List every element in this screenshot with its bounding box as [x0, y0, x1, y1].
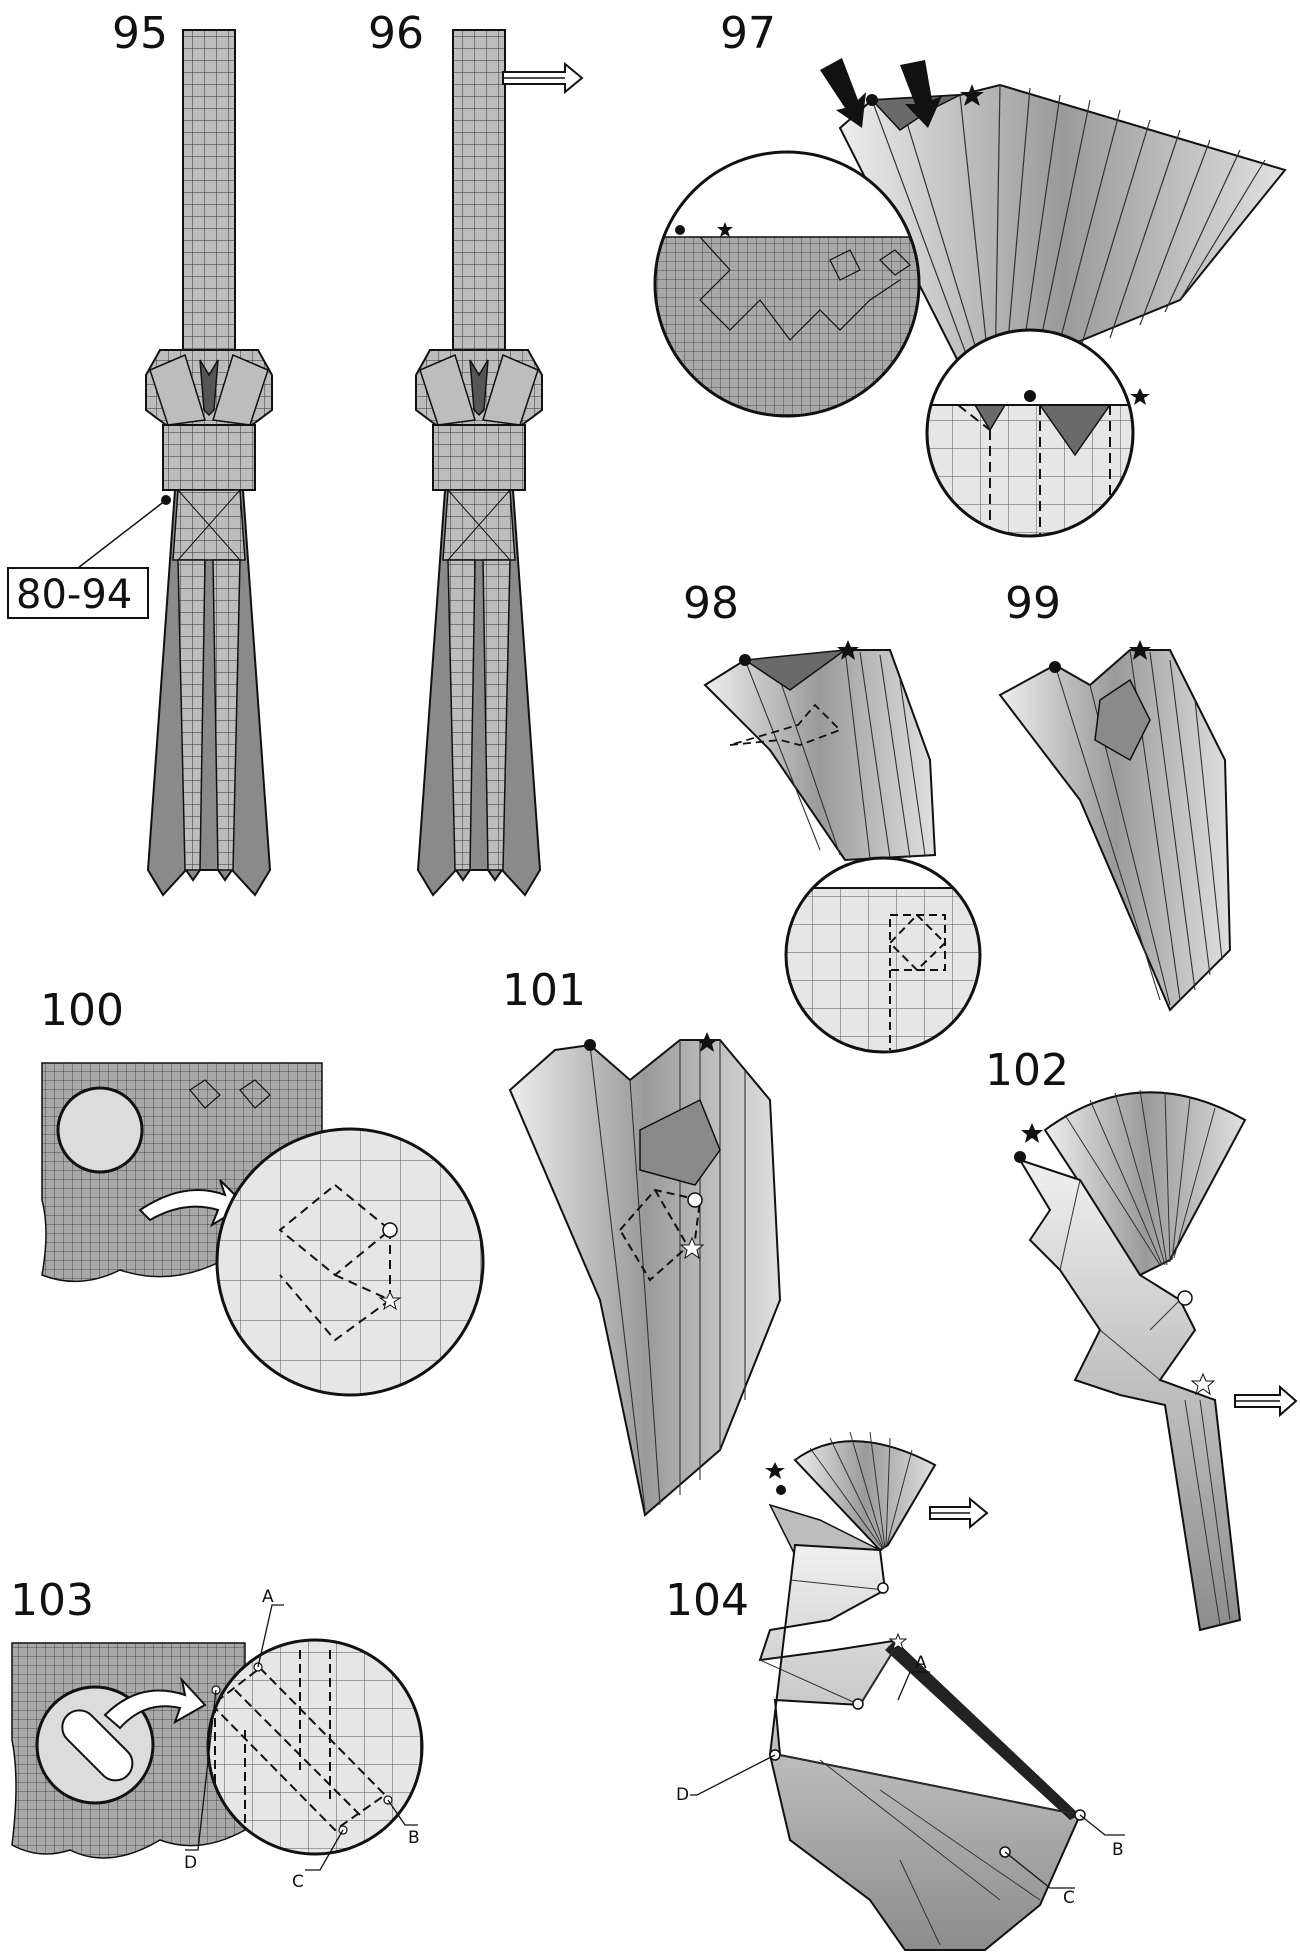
- step-101: 101: [502, 965, 780, 1515]
- step-number: 100: [40, 985, 124, 1036]
- dot-marker-icon: [1014, 1151, 1026, 1163]
- step-number: 98: [683, 578, 739, 629]
- step-number: 95: [112, 8, 168, 59]
- model-step-104: [760, 1432, 1085, 1950]
- dot-marker-icon: [776, 1485, 786, 1495]
- crease-detail-circle-right: [925, 330, 1150, 540]
- dot-marker-icon: [584, 1039, 596, 1051]
- step-102: 102: [985, 1045, 1296, 1630]
- dot-marker-icon: [866, 94, 878, 106]
- turn-over-arrow-icon: [503, 64, 582, 92]
- model-step-101: [510, 1032, 780, 1515]
- point-label-b: B: [1112, 1840, 1124, 1860]
- point-label-c: C: [292, 1872, 304, 1892]
- reference-box-label: 80-94: [16, 572, 132, 618]
- dot-marker-icon: [1024, 390, 1036, 402]
- star-marker-icon: [1192, 1374, 1214, 1394]
- step-98: 98: [683, 578, 985, 1058]
- push-arrow-icon: [820, 58, 866, 128]
- step-number: 103: [10, 1575, 94, 1626]
- point-label-b: B: [408, 1828, 420, 1848]
- step-99: 99: [1000, 578, 1230, 1010]
- step-104: 104: [665, 1432, 1125, 1950]
- step-96: 96: [368, 8, 582, 895]
- dot-marker-icon: [739, 654, 751, 666]
- turn-over-arrow-icon: [1235, 1387, 1296, 1415]
- point-label-c: C: [1063, 1888, 1075, 1908]
- step-95: 95 80-94: [8, 8, 272, 895]
- model-step-99: [1000, 640, 1230, 1010]
- step-103: 103 A: [10, 1575, 425, 1892]
- step-number: 104: [665, 1575, 749, 1626]
- step-100: 100: [40, 985, 485, 1398]
- step-number: 101: [502, 965, 586, 1016]
- step-number: 97: [720, 8, 776, 59]
- point-label-d: D: [184, 1853, 197, 1873]
- star-marker-icon: [1021, 1123, 1043, 1143]
- model-step-102: [1014, 1090, 1245, 1630]
- step-number: 102: [985, 1045, 1069, 1096]
- step-number: 99: [1005, 578, 1061, 629]
- model-step-96: [416, 30, 542, 895]
- step-97: 97: [650, 8, 1285, 540]
- model-step-98: [705, 640, 935, 860]
- reference-callout: 80-94: [8, 500, 166, 618]
- crease-detail-circle: [215, 1128, 485, 1398]
- star-marker-icon: [1130, 388, 1150, 405]
- model-step-95: [146, 30, 272, 895]
- turn-over-arrow-icon: [930, 1499, 987, 1527]
- point-label-d: D: [676, 1785, 689, 1805]
- step-number: 96: [368, 8, 424, 59]
- dot-marker-icon: [675, 225, 685, 235]
- point-label-a: A: [262, 1587, 274, 1607]
- star-marker-icon: [765, 1462, 785, 1479]
- crease-detail-circle: [785, 858, 985, 1058]
- point-label-a: A: [915, 1653, 927, 1673]
- dot-marker-icon: [1049, 661, 1061, 673]
